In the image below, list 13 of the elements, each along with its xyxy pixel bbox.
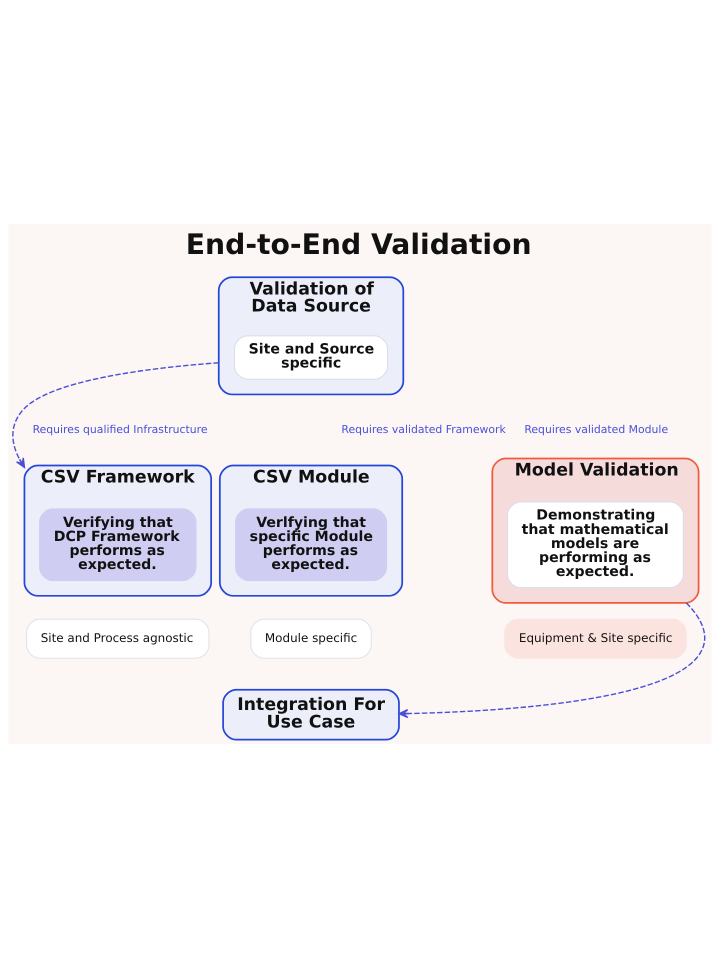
node-label: Requires qualified Infrastructure [32, 422, 208, 436]
node-box: Verifying that DCP Framework performs as expected. [39, 508, 196, 582]
node-box: Verlfying that specific Module performs as expected. [235, 508, 388, 582]
node-box: Demonstrating that mathematical models are performing as expected. [506, 501, 684, 588]
node-box: Module specific [250, 618, 372, 659]
node-label: Requires validated Module [524, 422, 668, 436]
node-box: Site and Process agnostic [26, 618, 210, 659]
node-box: Site and Source specific [234, 335, 388, 380]
arrow [12, 362, 219, 468]
diagram-title: End-to-End Validation [186, 228, 532, 262]
node-label: Requires validated Framework [341, 422, 506, 436]
arrow [398, 602, 706, 718]
node-box: Integration For Use Case [222, 688, 400, 741]
